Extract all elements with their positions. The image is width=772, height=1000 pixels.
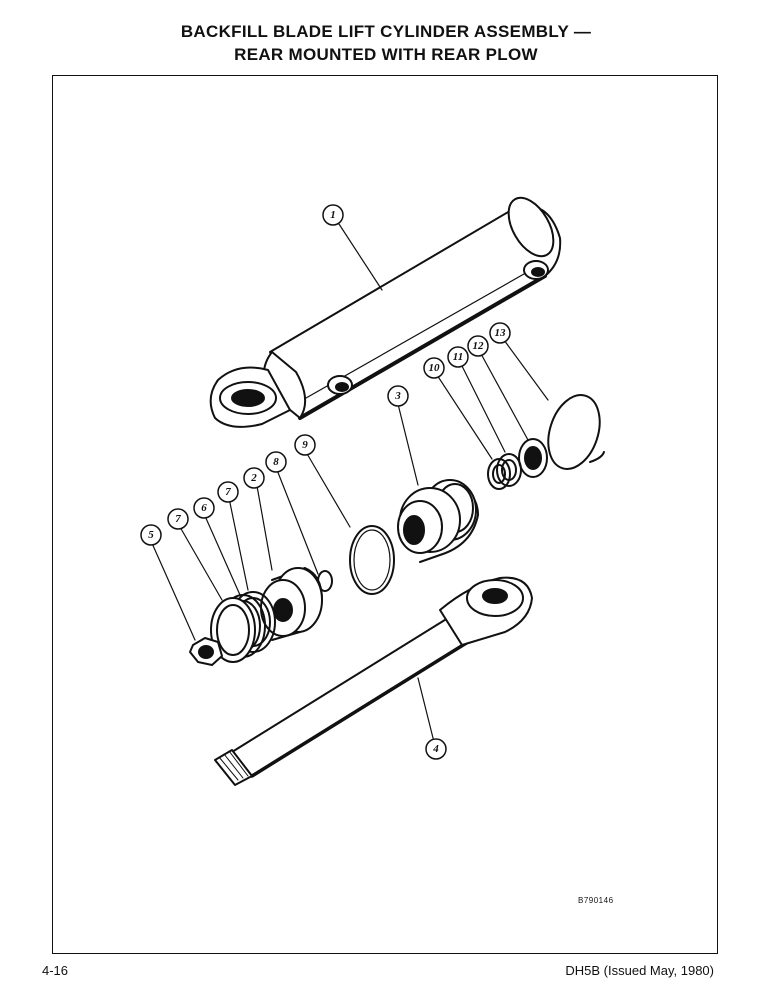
figure-id: B790146 (578, 896, 614, 905)
callout-9-label: 9 (302, 439, 308, 451)
callout-9 (294, 434, 316, 456)
callout-2-label: 2 (250, 472, 257, 484)
callout-7b (217, 481, 239, 503)
callout-10-label: 10 (429, 362, 441, 374)
callout-4 (425, 738, 447, 760)
o-ring-part-9 (349, 525, 395, 595)
callout-8 (265, 451, 287, 473)
callout-10 (423, 357, 445, 379)
callout-5-label: 5 (148, 529, 154, 541)
leader-lines (150, 223, 549, 743)
callout-7a (167, 508, 189, 530)
document-reference: DH5B (Issued May, 1980) (565, 963, 714, 978)
page-title-line-1: BACKFILL BLADE LIFT CYLINDER ASSEMBLY — (180, 22, 592, 41)
callout-13-label: 13 (495, 327, 507, 339)
page-title-line-2: REAR MOUNTED WITH REAR PLOW (234, 45, 538, 64)
callout-3 (387, 385, 409, 407)
diagram-frame (52, 75, 718, 954)
callout-12 (467, 335, 489, 357)
callout-7a-label: 7 (175, 513, 181, 525)
callout-7b-label: 7 (225, 486, 231, 498)
page-number: 4-16 (42, 963, 69, 978)
callout-3-label: 3 (394, 390, 401, 402)
piston-rod-part-4 (214, 576, 533, 786)
ring-part-7a (210, 597, 256, 663)
seal-part-10 (487, 458, 511, 490)
callout-6 (193, 497, 215, 519)
cylinder-head-part-3 (397, 479, 479, 563)
callout-1 (322, 204, 344, 226)
callout-2 (243, 467, 265, 489)
cylinder-barrel-part (209, 196, 562, 428)
callout-13 (489, 322, 511, 344)
callout-4-label: 4 (432, 743, 439, 755)
callout-1-label: 1 (330, 209, 336, 221)
wiper-part-12 (518, 438, 548, 478)
piston-part-2 (260, 567, 323, 641)
snap-ring-part-13 (547, 394, 605, 470)
callout-11 (447, 346, 469, 368)
callout-12-label: 12 (473, 340, 485, 352)
callout-5 (140, 524, 162, 546)
callout-11-label: 11 (453, 351, 463, 363)
hex-nut-part-5 (189, 637, 223, 666)
callout-6-label: 6 (201, 502, 207, 514)
callout-8-label: 8 (273, 456, 279, 468)
